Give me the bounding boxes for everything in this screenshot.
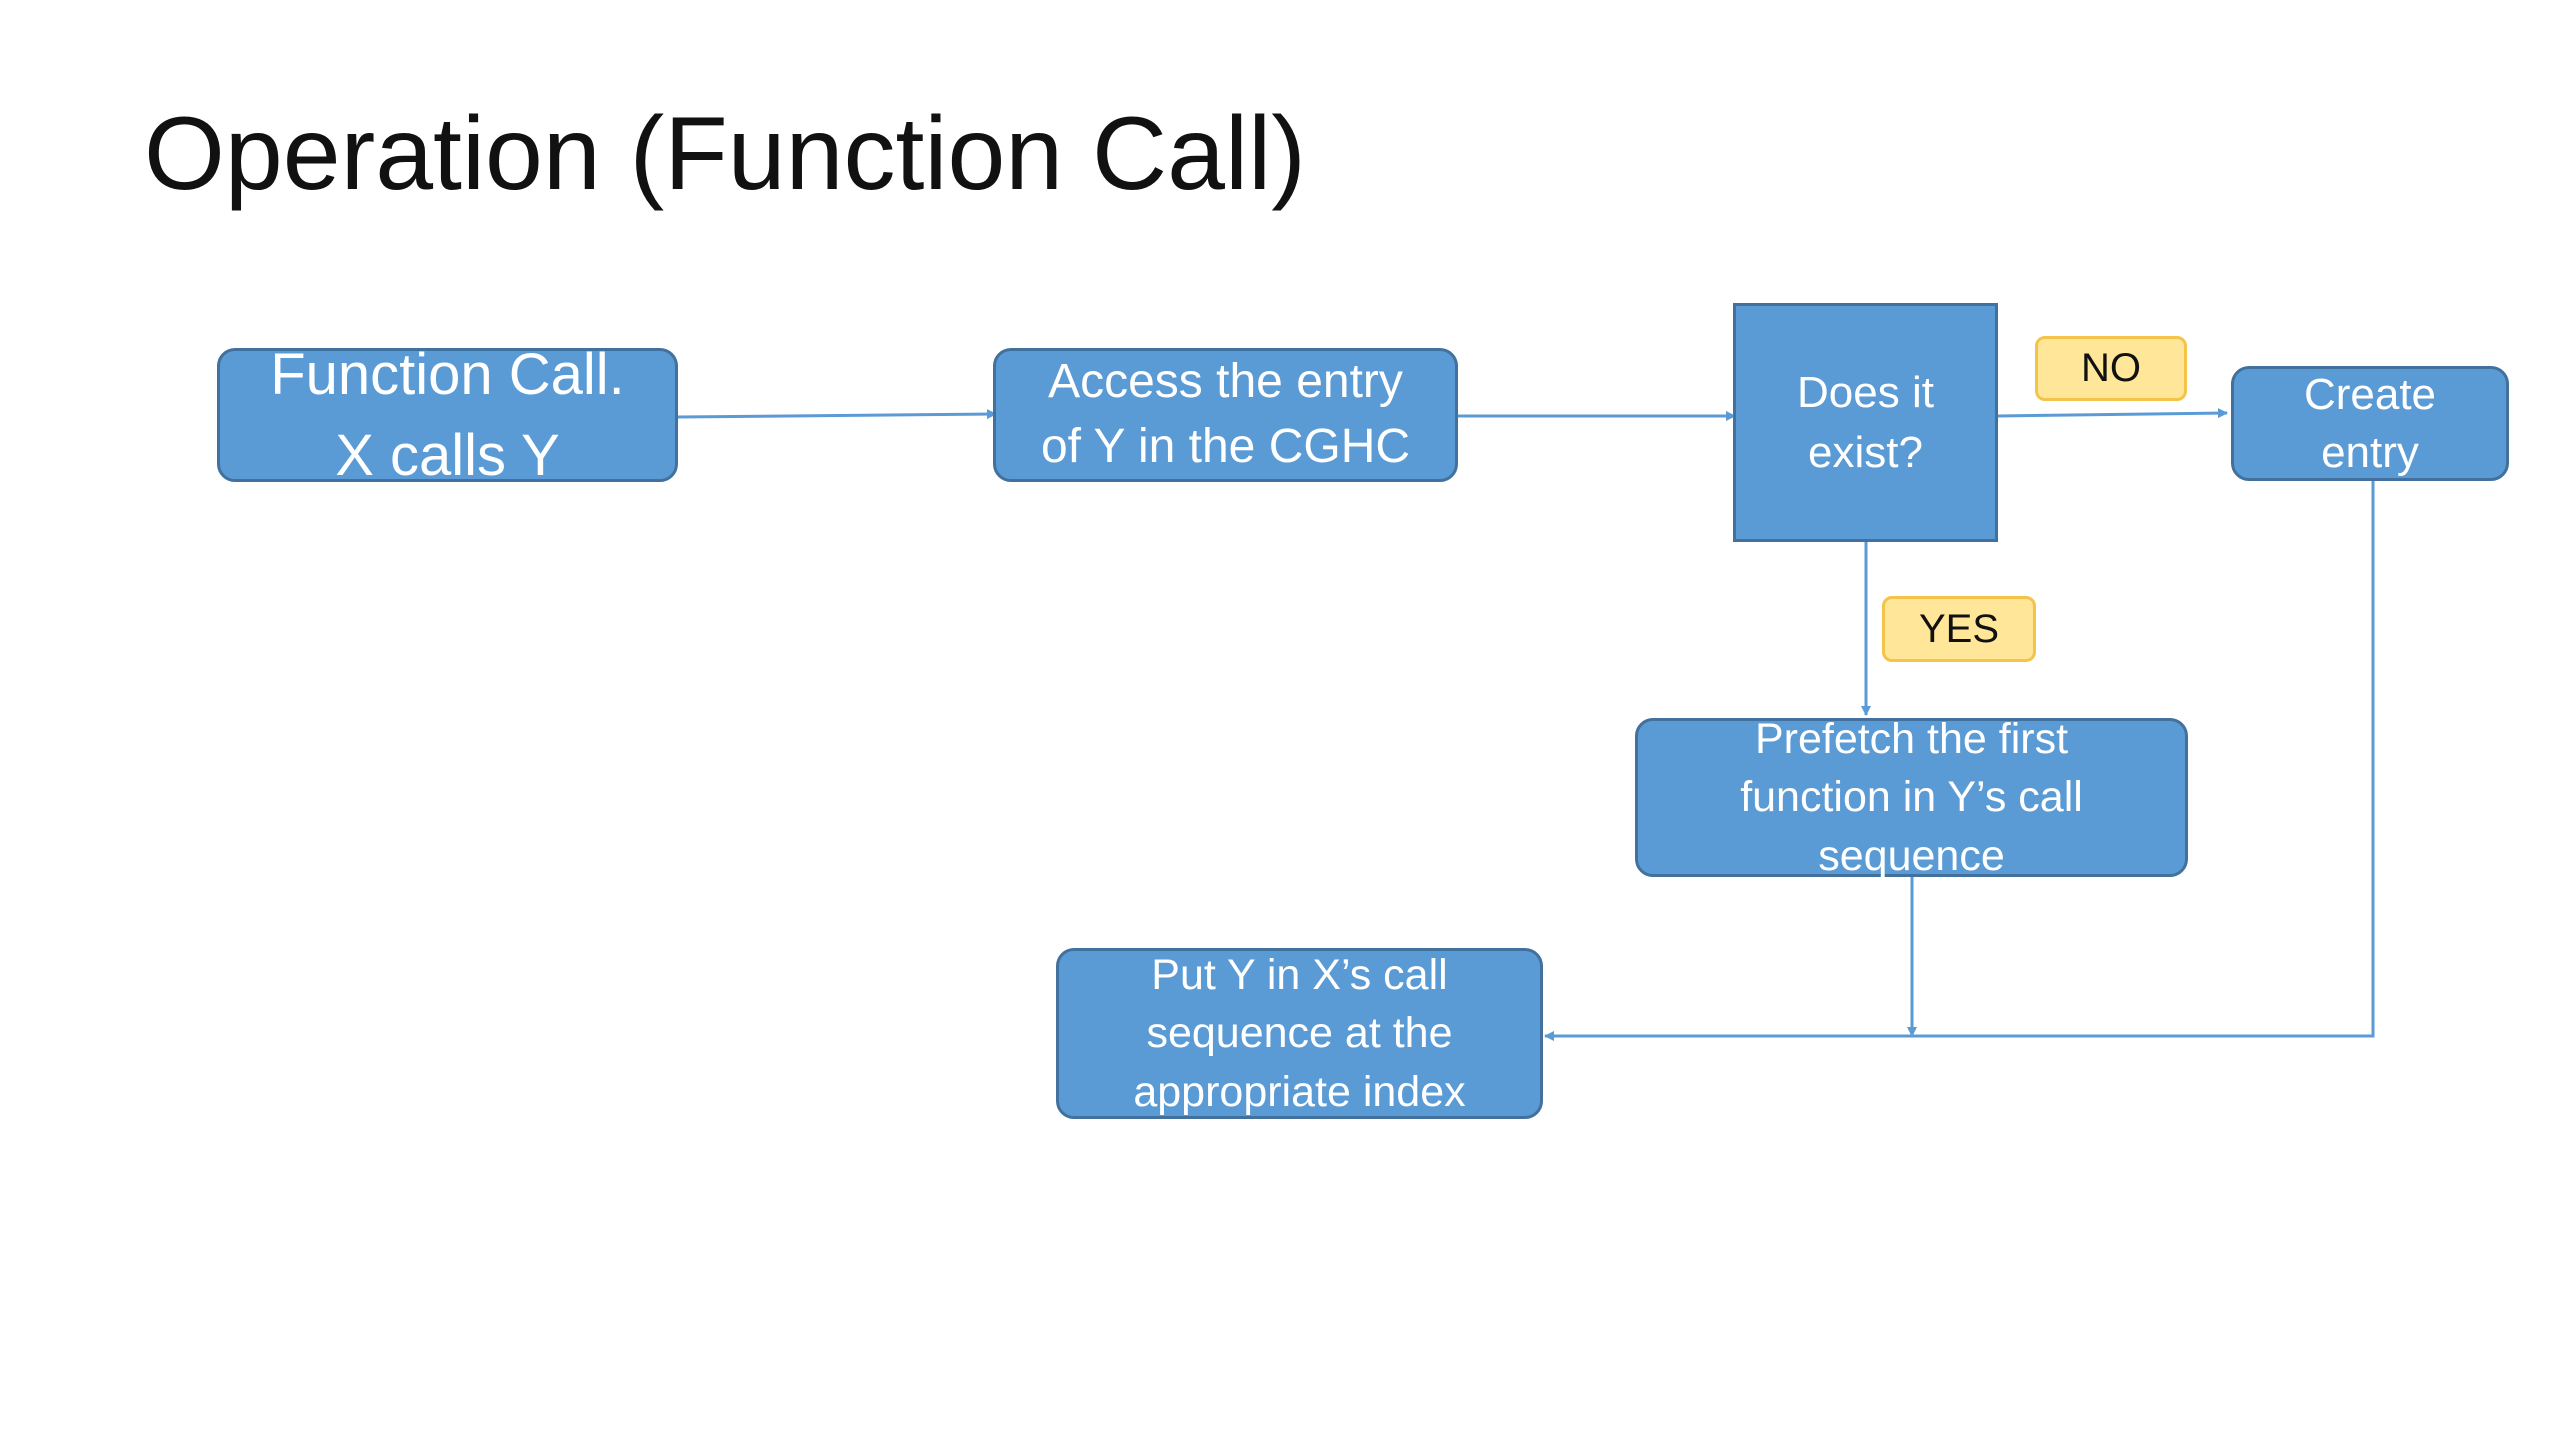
create-entry-line-2: entry [2321, 427, 2419, 477]
access-entry-line-1: Access the entry [1048, 355, 1403, 409]
create-entry-line-1: Create [2303, 370, 2437, 420]
does-it-exist-line-1: Does it [1797, 368, 1934, 418]
connector-call-to-access [677, 409, 997, 420]
connector-exist-to-create [1997, 408, 2228, 419]
prefetch-line-2: function in Y’s call [1740, 773, 2083, 822]
put-y-node[interactable]: Put Y in X’s call sequence at the approp… [1056, 948, 1543, 1119]
slide-title: Operation (Function Call) [144, 96, 1306, 212]
access-entry-node[interactable]: Access the entry of Y in the CGHC [993, 348, 1458, 482]
create-entry-node[interactable]: Create entry [2231, 366, 2509, 481]
function-call-line-2: X calls Y [335, 423, 560, 488]
yes-edge-label: YES [1882, 596, 2036, 662]
function-call-node[interactable]: Function Call. X calls Y [217, 342, 678, 488]
no-edge-label: NO [2035, 336, 2187, 401]
function-call-line-1: Function Call. [270, 341, 625, 407]
does-it-exist-decision[interactable]: Does it exist? [1733, 303, 1998, 542]
prefetch-line-1: Prefetch the first [1754, 715, 2069, 764]
access-entry-line-2: of Y in the CGHC [1040, 420, 1411, 473]
prefetch-line-3: sequence [1818, 831, 2005, 880]
does-it-exist-line-2: exist? [1808, 427, 1923, 477]
put-y-line-1: Put Y in X’s call [1151, 951, 1448, 1000]
put-y-line-2: sequence at the [1146, 1009, 1453, 1058]
put-y-line-3: appropriate index [1133, 1067, 1466, 1116]
prefetch-node[interactable]: Prefetch the first function in Y’s call … [1635, 715, 2188, 880]
